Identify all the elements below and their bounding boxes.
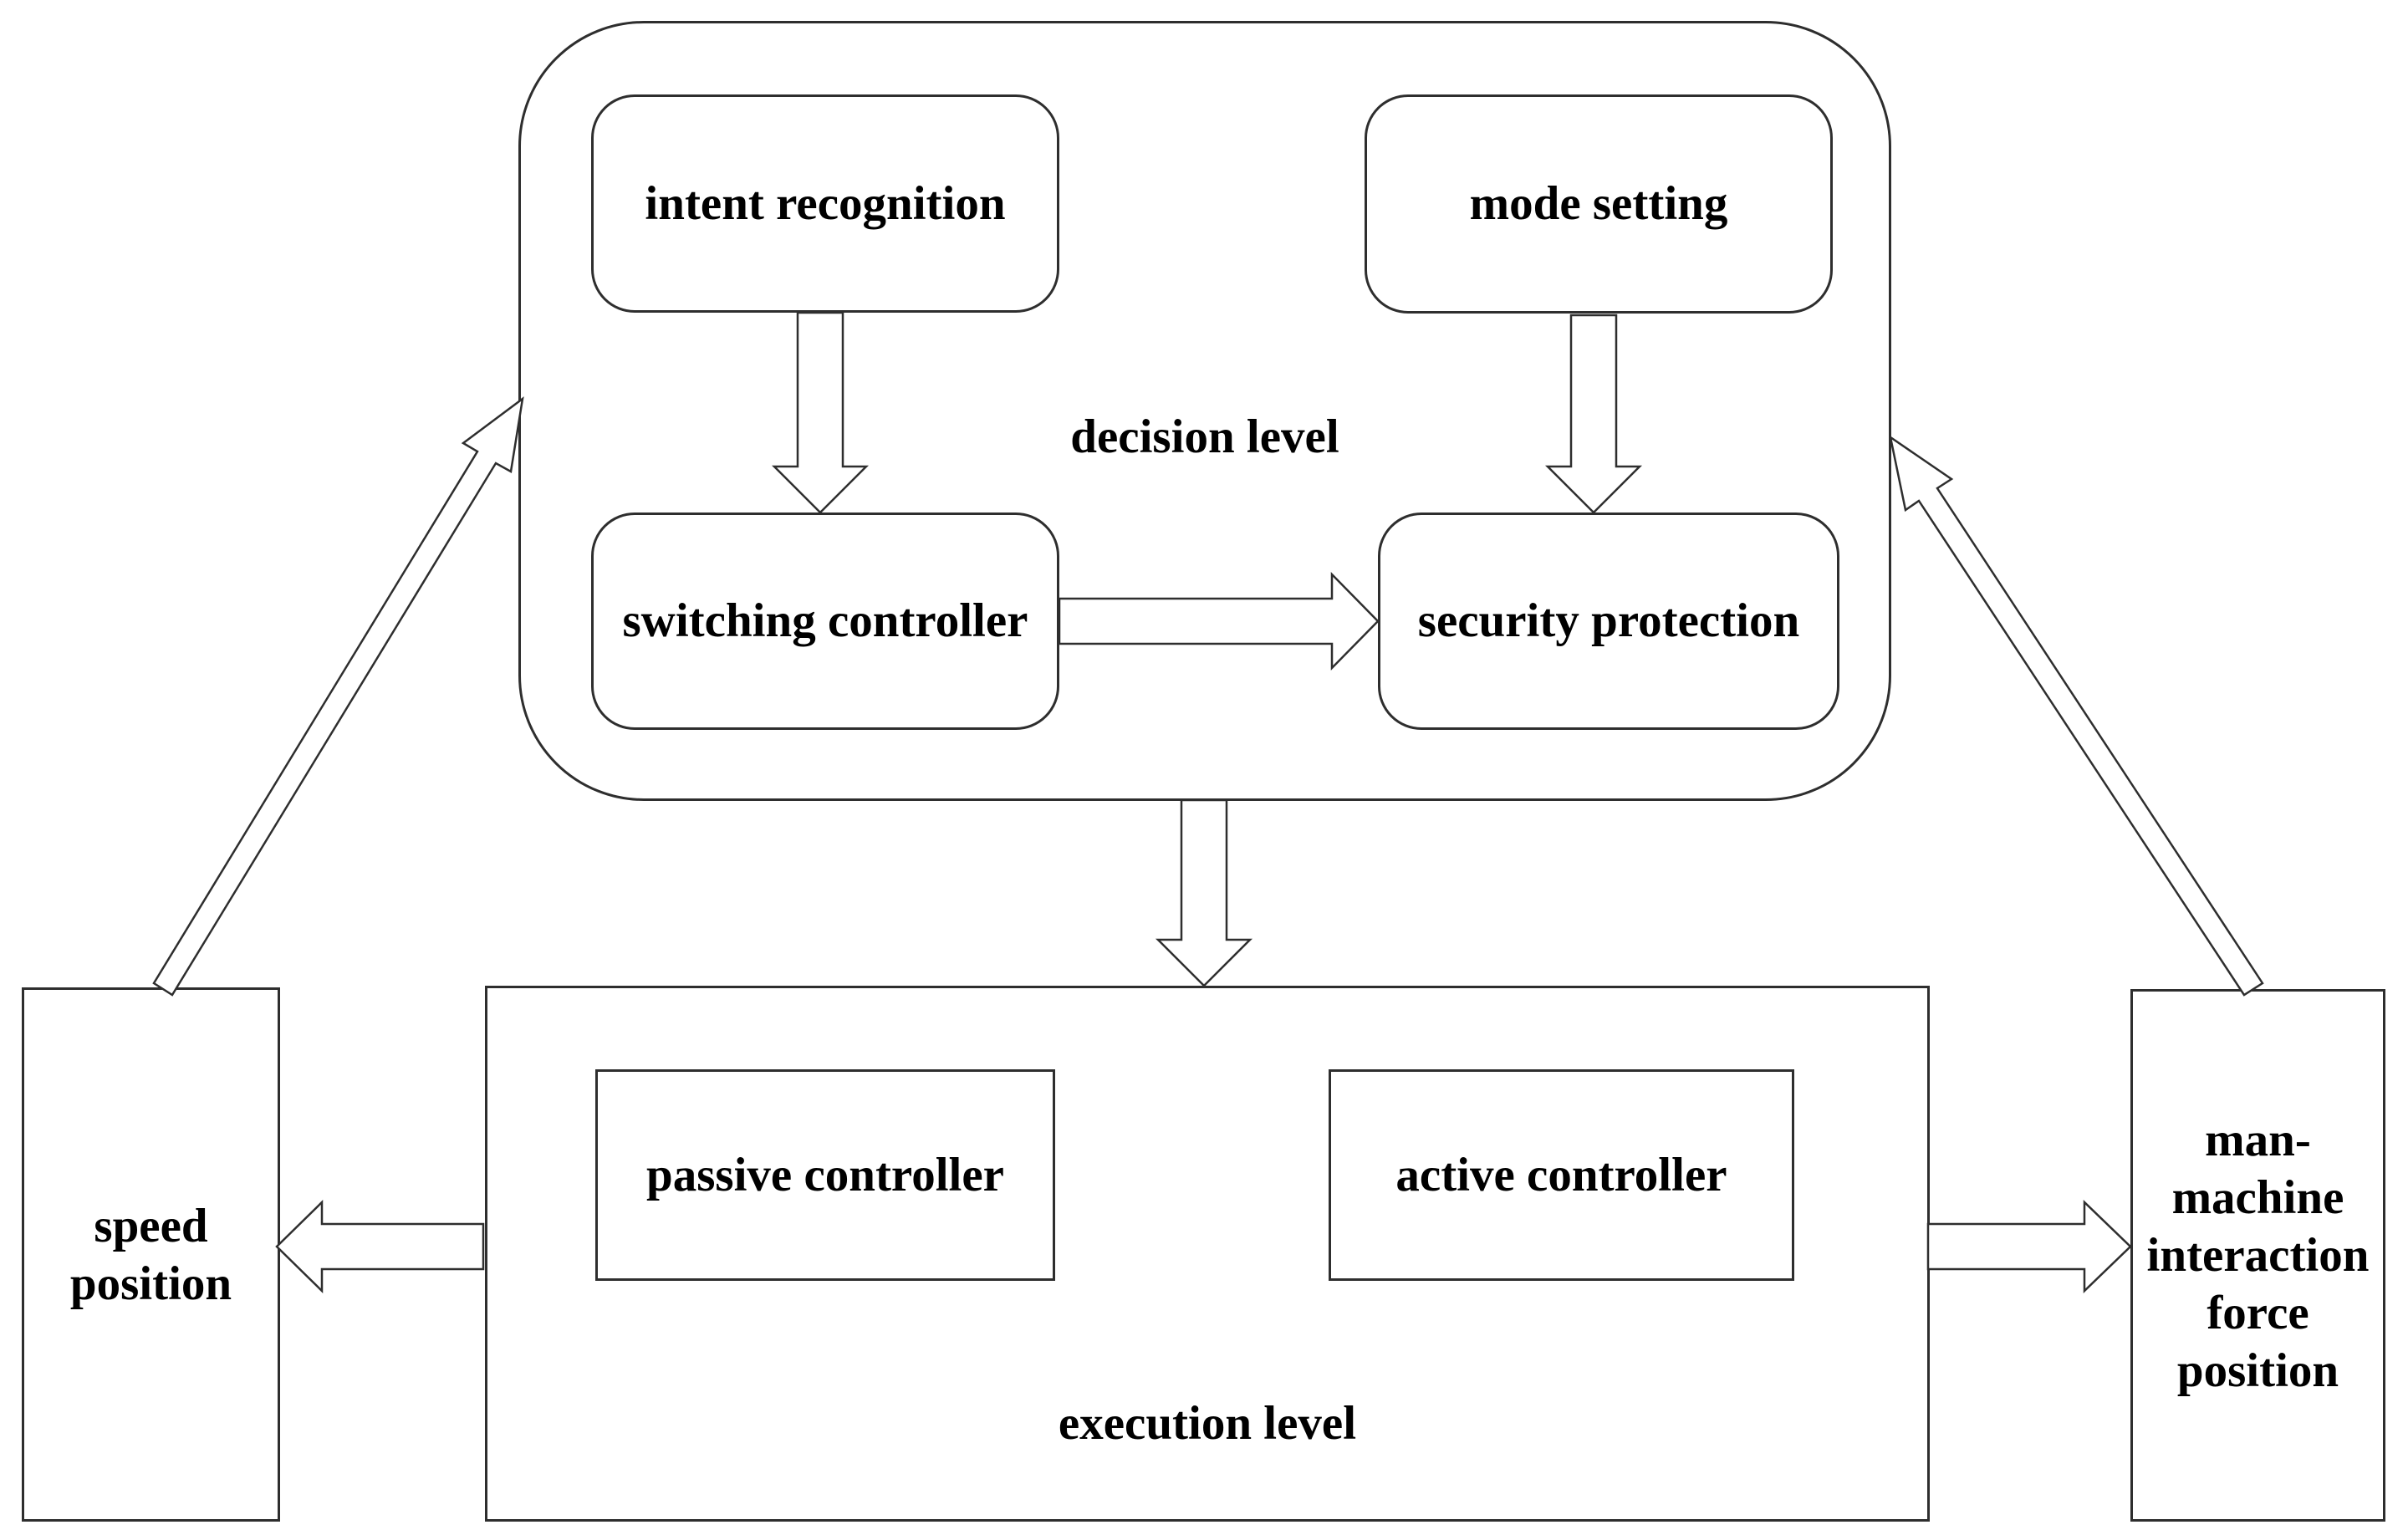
node-active-controller-label: active controller — [1395, 1148, 1727, 1201]
node-passive-controller-label: passive controller — [646, 1148, 1004, 1201]
node-passive-controller: passive controller — [595, 1069, 1055, 1281]
arrow-execution-to-speed-position — [275, 1200, 485, 1293]
node-mode-setting: mode setting — [1365, 94, 1833, 314]
node-mode-setting-label: mode setting — [1469, 177, 1728, 231]
man-machine-line-3: interaction — [2146, 1229, 2370, 1282]
arrow-man-machine-to-decision — [1889, 435, 2264, 997]
node-security-protection: security protection — [1378, 513, 1839, 730]
decision-level-label: decision level — [1070, 411, 1339, 463]
execution-level-label: execution level — [1058, 1397, 1357, 1450]
node-switching-controller-label: switching controller — [622, 594, 1028, 648]
man-machine-line-5: position — [2176, 1344, 2339, 1397]
node-intent-recognition-label: intent recognition — [645, 176, 1006, 230]
man-machine-line-1: man- — [2205, 1114, 2311, 1166]
node-switching-controller: switching controller — [591, 513, 1059, 730]
arrow-execution-to-man-machine — [1926, 1200, 2132, 1293]
man-machine-line-2: machine — [2171, 1171, 2344, 1224]
speed-position-line-1: speed — [94, 1199, 208, 1252]
node-intent-recognition: intent recognition — [591, 94, 1059, 313]
arrow-speed-position-to-decision — [152, 396, 524, 997]
node-speed-position: speed position — [22, 987, 280, 1522]
node-active-controller: active controller — [1329, 1069, 1794, 1281]
arrow-decision-to-execution — [1155, 798, 1253, 987]
man-machine-line-4: force — [2206, 1287, 2309, 1339]
node-man-machine-interaction: man- machine interaction force position — [2130, 989, 2385, 1522]
node-security-protection-label: security protection — [1417, 594, 1800, 648]
speed-position-line-2: position — [69, 1257, 232, 1310]
